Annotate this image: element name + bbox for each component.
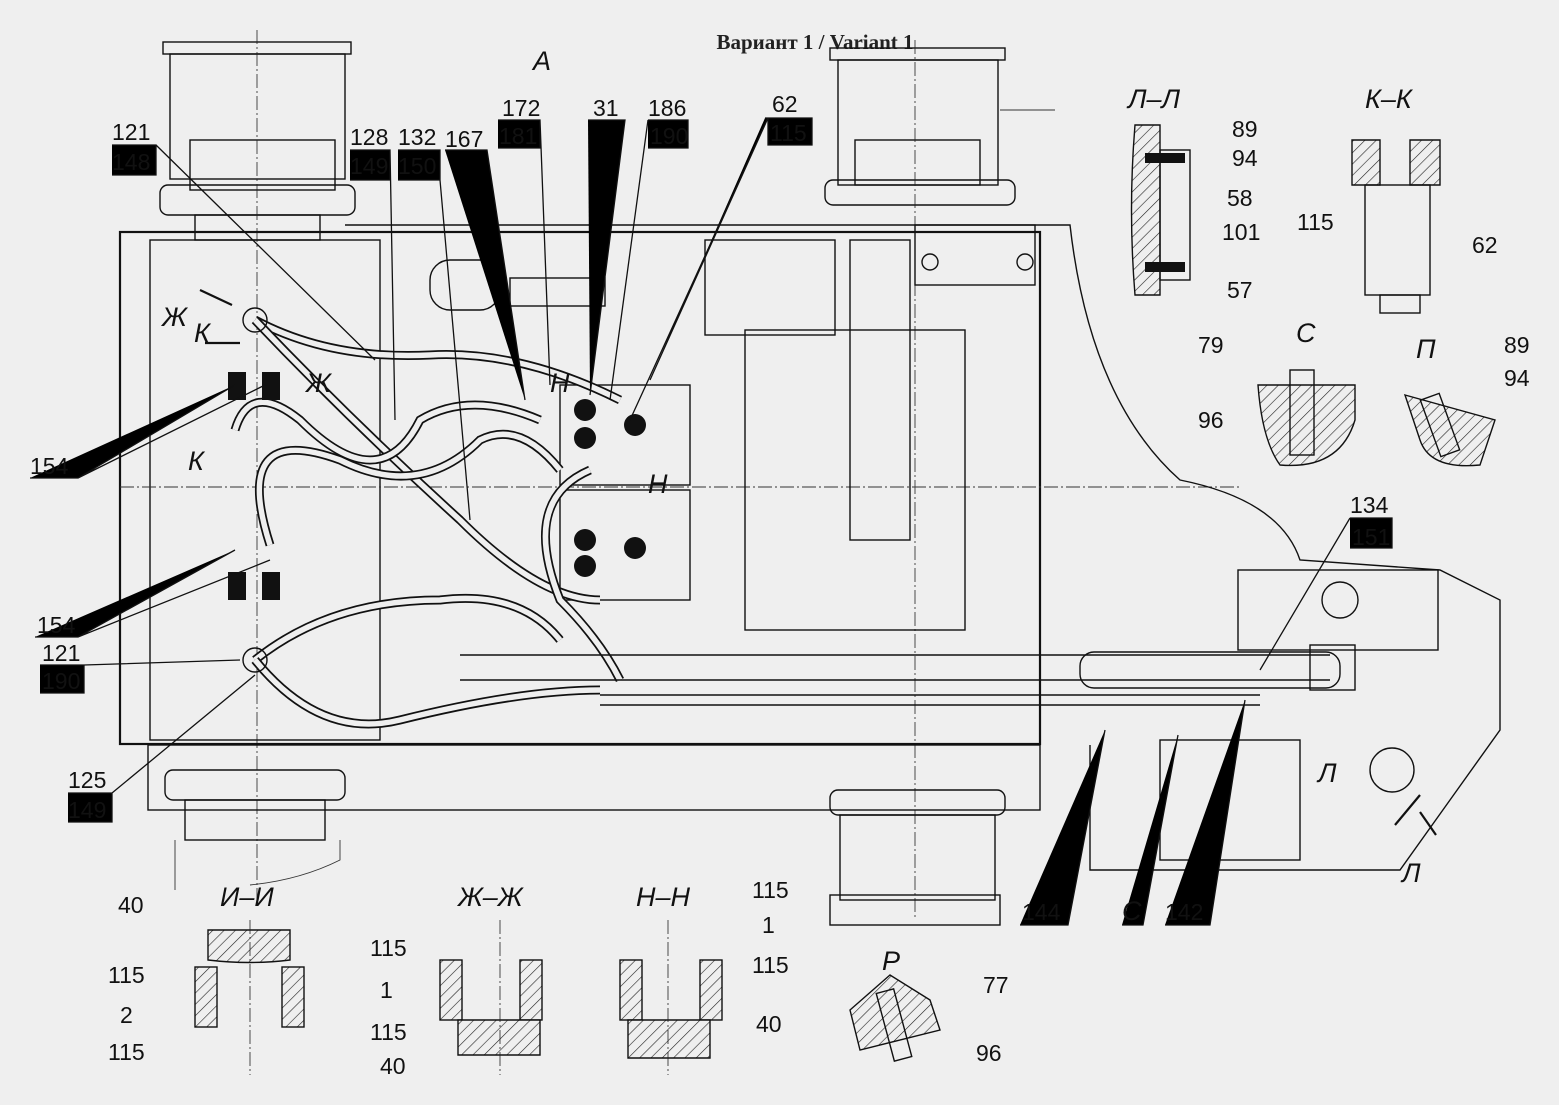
section-mark: К [194,318,212,348]
callout: 40 [756,1011,782,1037]
section-kk [1351,139,1441,314]
callout: 79 [1198,332,1224,358]
section-title-c: С [1296,318,1316,348]
section-title-p: П [1416,334,1436,364]
section-ii [194,920,305,1075]
wheel-bottom-right [829,789,1006,926]
callout: 121 [112,119,150,145]
callout: 190 [42,668,80,694]
callout: 62 [772,91,798,117]
callout: 128 [350,124,388,150]
callout: 151 [1352,524,1390,550]
callout: 58 [1227,185,1253,211]
callout: 115 [1297,209,1334,235]
callout: 96 [1198,407,1224,433]
callout: 190 [650,123,688,149]
callout: 1 [762,912,775,938]
view-label-a: А [531,46,551,76]
wheel-top-left [159,30,356,900]
variant-title: Вариант 1 / Variant 1 [716,30,913,54]
callout: 154 [37,612,76,638]
leader-lines [30,117,1393,926]
callout: 115 [752,952,789,978]
callout: 31 [593,95,619,121]
callout: 101 [1222,219,1260,245]
callout: 2 [120,1002,133,1028]
section-c [1257,369,1356,467]
callout: 94 [1232,145,1258,171]
callout: 148 [112,149,150,175]
callout: 1 [380,977,393,1003]
callout: 144 [1022,899,1061,925]
section-mark: Л [1400,858,1421,888]
callout: 115 [370,1019,407,1045]
section-mark: Ж [160,302,189,332]
callout: 186 [648,95,686,121]
section-title-ii: И–И [220,882,274,912]
callout: 89 [1232,116,1258,142]
callout: 57 [1227,277,1253,303]
callout: 96 [976,1040,1002,1066]
section-r [849,974,941,1062]
section-p [1403,392,1496,467]
callout: 40 [118,892,144,918]
frame [118,224,1501,871]
valve-block [429,259,691,601]
callout: С [1122,896,1142,926]
section-mark: Ж [304,368,333,398]
callout: 94 [1504,365,1530,391]
wheel-top-right [824,40,1055,920]
section-title-kk: К–К [1365,84,1414,114]
callout: 77 [983,972,1009,998]
callout: 167 [445,126,483,152]
hoses [228,307,1415,793]
section-title-ll: Л–Л [1126,84,1181,114]
section-mark: К [188,446,206,476]
wheel-bottom-left [164,769,346,890]
callout: 121 [42,640,80,666]
callout: 134 [1350,492,1389,518]
callout: 115 [770,120,807,146]
callout-labels: 172 181 31 186 190 62 115 121 148 128 14… [30,91,1530,1079]
callout: 115 [108,1039,145,1065]
callout: 40 [380,1053,406,1079]
callout: 142 [1165,899,1203,925]
callout: 172 [502,95,540,121]
section-zhzh [439,920,543,1075]
callout: 62 [1472,232,1498,258]
section-ll [1130,124,1191,296]
callout: 149 [350,153,388,179]
callout: 132 [398,124,436,150]
section-mark: Н [550,368,570,398]
section-marks: Ж К Ж К Н Н Л Л [160,289,1437,888]
section-title-nn: Н–Н [636,882,691,912]
callout: 89 [1504,332,1530,358]
section-mark: Л [1316,758,1337,788]
section-nn [619,920,723,1075]
callout: 150 [398,153,436,179]
callout: 115 [370,935,407,961]
section-title-r: Р [882,946,900,976]
callout: 115 [108,962,145,988]
callout: 181 [499,123,537,149]
callout: 115 [752,877,789,903]
section-mark: Н [648,469,668,499]
callout: 149 [68,797,106,823]
callout: 125 [68,767,106,793]
section-titles: Л–Л К–К С П И–И Ж–Ж Н–Н Р [220,84,1436,976]
callout: 154 [30,453,69,479]
section-title-zhzh: Ж–Ж [456,882,525,912]
